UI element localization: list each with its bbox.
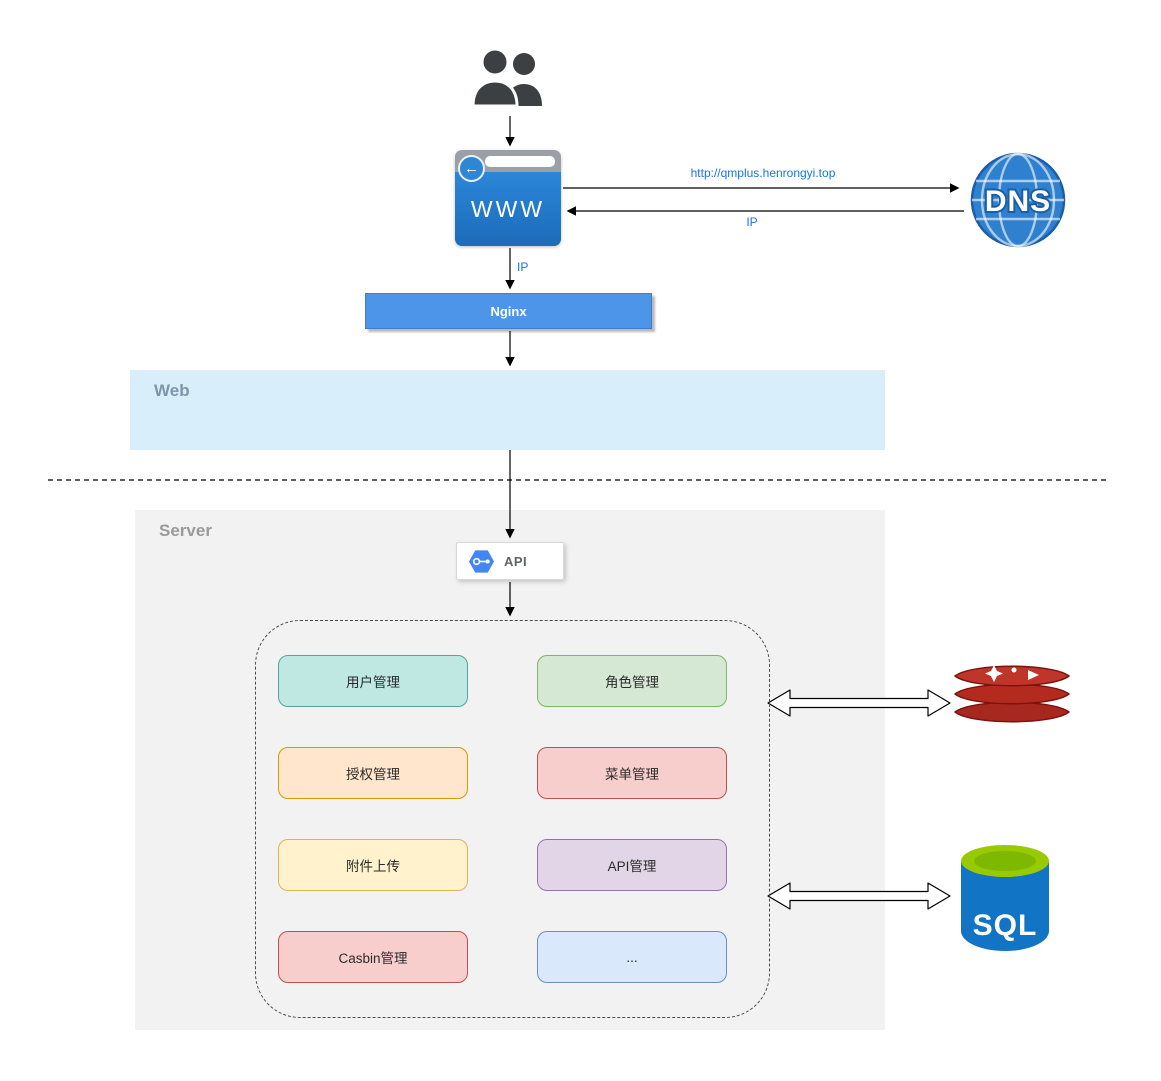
dns-label: DNS bbox=[985, 185, 1051, 218]
redis-stack-icon bbox=[954, 665, 1070, 723]
browser-label: WWW bbox=[470, 195, 546, 222]
sql-database-icon: SQL bbox=[955, 835, 1055, 961]
module-box-5: 附件上传 bbox=[278, 839, 468, 891]
users-icon-svg bbox=[471, 47, 542, 108]
module-grid: 用户管理 角色管理授权管理 菜单管理附件上传 API管理 Casbin管理... bbox=[256, 621, 769, 1017]
server-region-label: Server bbox=[159, 521, 212, 540]
nginx-label: Nginx bbox=[490, 303, 527, 319]
dns-node: DNS bbox=[966, 150, 1070, 250]
redis-star bbox=[985, 665, 1003, 682]
back-arrow-badge: ← bbox=[458, 155, 485, 182]
module-box-7: Casbin管理 bbox=[278, 931, 468, 983]
redis-icon bbox=[952, 652, 1072, 736]
edge-label-ip-return: IP bbox=[746, 215, 758, 229]
module-box-8: ... bbox=[537, 931, 727, 983]
sql-cylinder-icon: SQL bbox=[961, 845, 1049, 951]
users-icon bbox=[462, 47, 558, 114]
dns-globe-icon: DNS bbox=[970, 152, 1066, 248]
sql-label: SQL bbox=[973, 909, 1038, 942]
nginx-node: Nginx bbox=[365, 293, 652, 329]
edge-label-url: http://qmplus.henrongyi.top bbox=[690, 166, 836, 180]
browser-body: WWW bbox=[455, 172, 561, 246]
module-box-3: 授权管理 bbox=[278, 747, 468, 799]
api-hexagon-icon bbox=[469, 549, 494, 573]
module-box-6: API管理 bbox=[537, 839, 727, 891]
module-box-4: 菜单管理 bbox=[537, 747, 727, 799]
api-node: API bbox=[456, 542, 564, 580]
edge-label-ip-to-nginx: IP bbox=[517, 260, 529, 274]
module-container: 用户管理 角色管理授权管理 菜单管理附件上传 API管理 Casbin管理... bbox=[255, 620, 770, 1018]
module-box-2: 角色管理 bbox=[537, 655, 727, 707]
browser-node: WWW ← bbox=[455, 150, 561, 246]
browser-address-bar bbox=[485, 156, 555, 167]
module-box-1: 用户管理 bbox=[278, 655, 468, 707]
redis-dot bbox=[1011, 667, 1017, 673]
api-label: API bbox=[504, 553, 528, 569]
left-arrow-icon: ← bbox=[464, 160, 479, 177]
redis-triangle bbox=[1028, 670, 1039, 680]
web-region: Web bbox=[130, 370, 885, 450]
web-region-label: Web bbox=[154, 381, 190, 400]
